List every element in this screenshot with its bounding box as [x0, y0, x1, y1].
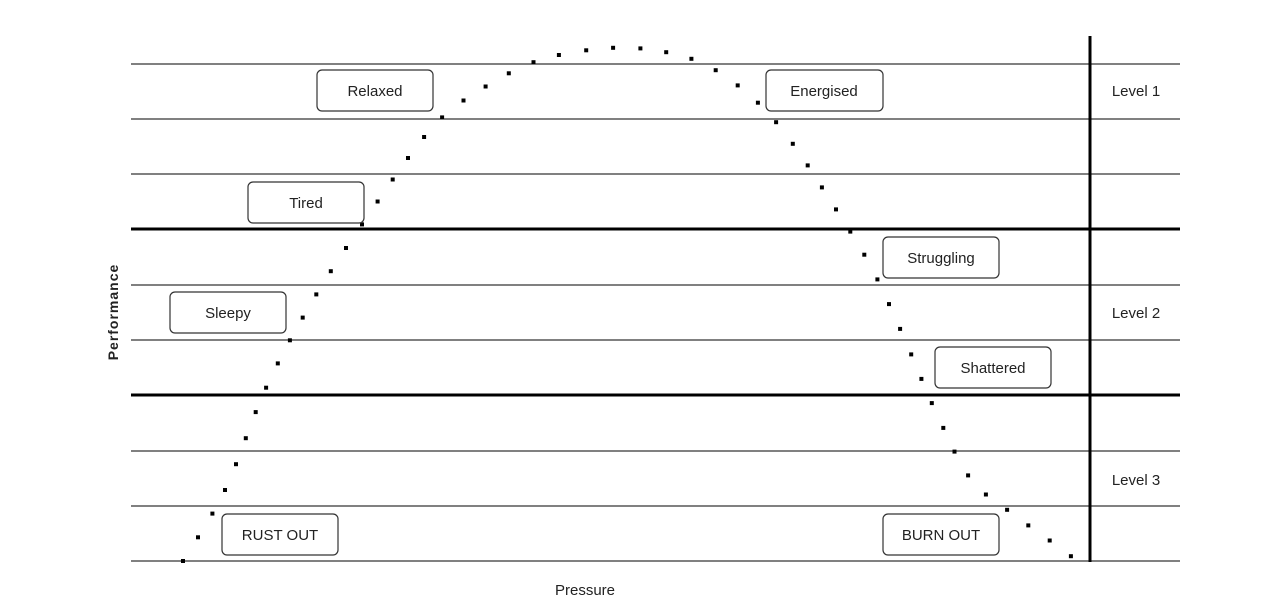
curve-dot: [862, 252, 867, 257]
curve-dot: [713, 68, 718, 73]
curve-dot: [848, 229, 853, 234]
curve-dot: [264, 385, 269, 390]
state-label: RUST OUT: [242, 527, 318, 544]
curve-dot: [181, 559, 185, 563]
curve-dot: [275, 361, 280, 366]
curve-dot: [887, 302, 891, 307]
state-label: Sleepy: [205, 305, 251, 322]
curve-dot: [287, 338, 292, 343]
curve-dot: [1005, 507, 1010, 512]
curve-dot: [664, 50, 669, 55]
level-label-2: Level 2: [1112, 305, 1160, 322]
curve-dot: [344, 246, 348, 250]
curve-dot: [638, 46, 643, 51]
state-box-tired: Tired: [247, 181, 365, 224]
curve-dot: [966, 473, 971, 478]
curve-dot: [805, 163, 810, 168]
curve-dot: [223, 488, 227, 492]
curve-dot: [461, 98, 466, 103]
curve-dot: [929, 401, 934, 406]
curve-dot: [919, 376, 924, 381]
curve-dot: [689, 56, 694, 61]
state-label: Struggling: [907, 250, 975, 267]
curve-dot: [819, 185, 824, 190]
curve-dot: [253, 410, 258, 415]
curve-dot: [556, 53, 561, 57]
curve-dot: [196, 535, 200, 540]
curve-dot: [790, 141, 795, 146]
curve-dot: [875, 277, 880, 282]
state-label: BURN OUT: [902, 527, 980, 544]
curve-dot: [375, 199, 380, 204]
curve-dot: [1026, 523, 1031, 528]
curve-dot: [243, 436, 248, 441]
curve-dot: [952, 449, 957, 454]
state-label: Energised: [790, 83, 858, 100]
curve-dot: [328, 269, 333, 274]
state-box-rust-out: RUST OUT: [221, 513, 339, 556]
curve-dot: [983, 492, 988, 497]
curve-dot: [941, 425, 946, 430]
state-box-burn-out: BURN OUT: [882, 513, 1000, 556]
curve-dot: [909, 352, 914, 357]
state-label: Tired: [289, 195, 323, 212]
level-label-1: Level 1: [1112, 83, 1160, 100]
curve-dot: [314, 292, 319, 297]
curve-dot: [506, 71, 511, 76]
curve-dot: [611, 45, 616, 50]
curve-dot: [755, 100, 760, 105]
curve-dot: [210, 511, 215, 516]
state-label: Shattered: [960, 360, 1025, 377]
curve-dot: [735, 83, 740, 88]
state-label: Relaxed: [347, 83, 402, 100]
state-box-energised: Energised: [765, 69, 884, 112]
state-box-shattered: Shattered: [934, 346, 1052, 389]
state-box-relaxed: Relaxed: [316, 69, 434, 112]
curve-dot: [483, 84, 488, 89]
curve-dot: [440, 115, 445, 120]
curve-dot: [834, 207, 838, 212]
y-axis-label: Performance: [105, 264, 121, 361]
state-box-struggling: Struggling: [882, 236, 1000, 279]
curve-dot: [531, 60, 536, 65]
curve-dot: [390, 177, 395, 182]
curve-dot: [1068, 554, 1073, 559]
level-separators: [131, 227, 1180, 397]
performance-curve: [181, 45, 1073, 563]
state-box-sleepy: Sleepy: [169, 291, 287, 334]
curve-dot: [422, 135, 427, 139]
curve-dot: [300, 315, 305, 320]
level-label-3: Level 3: [1112, 472, 1160, 489]
curve-dot: [898, 326, 903, 331]
curve-dot: [774, 120, 779, 125]
x-axis-label: Pressure: [555, 582, 615, 599]
curve-dot: [360, 222, 364, 227]
curve-dot: [234, 462, 238, 467]
curve-dot: [406, 156, 410, 160]
grid-lines: [131, 63, 1180, 562]
curve-dot: [584, 48, 589, 53]
curve-dot: [1047, 538, 1052, 543]
